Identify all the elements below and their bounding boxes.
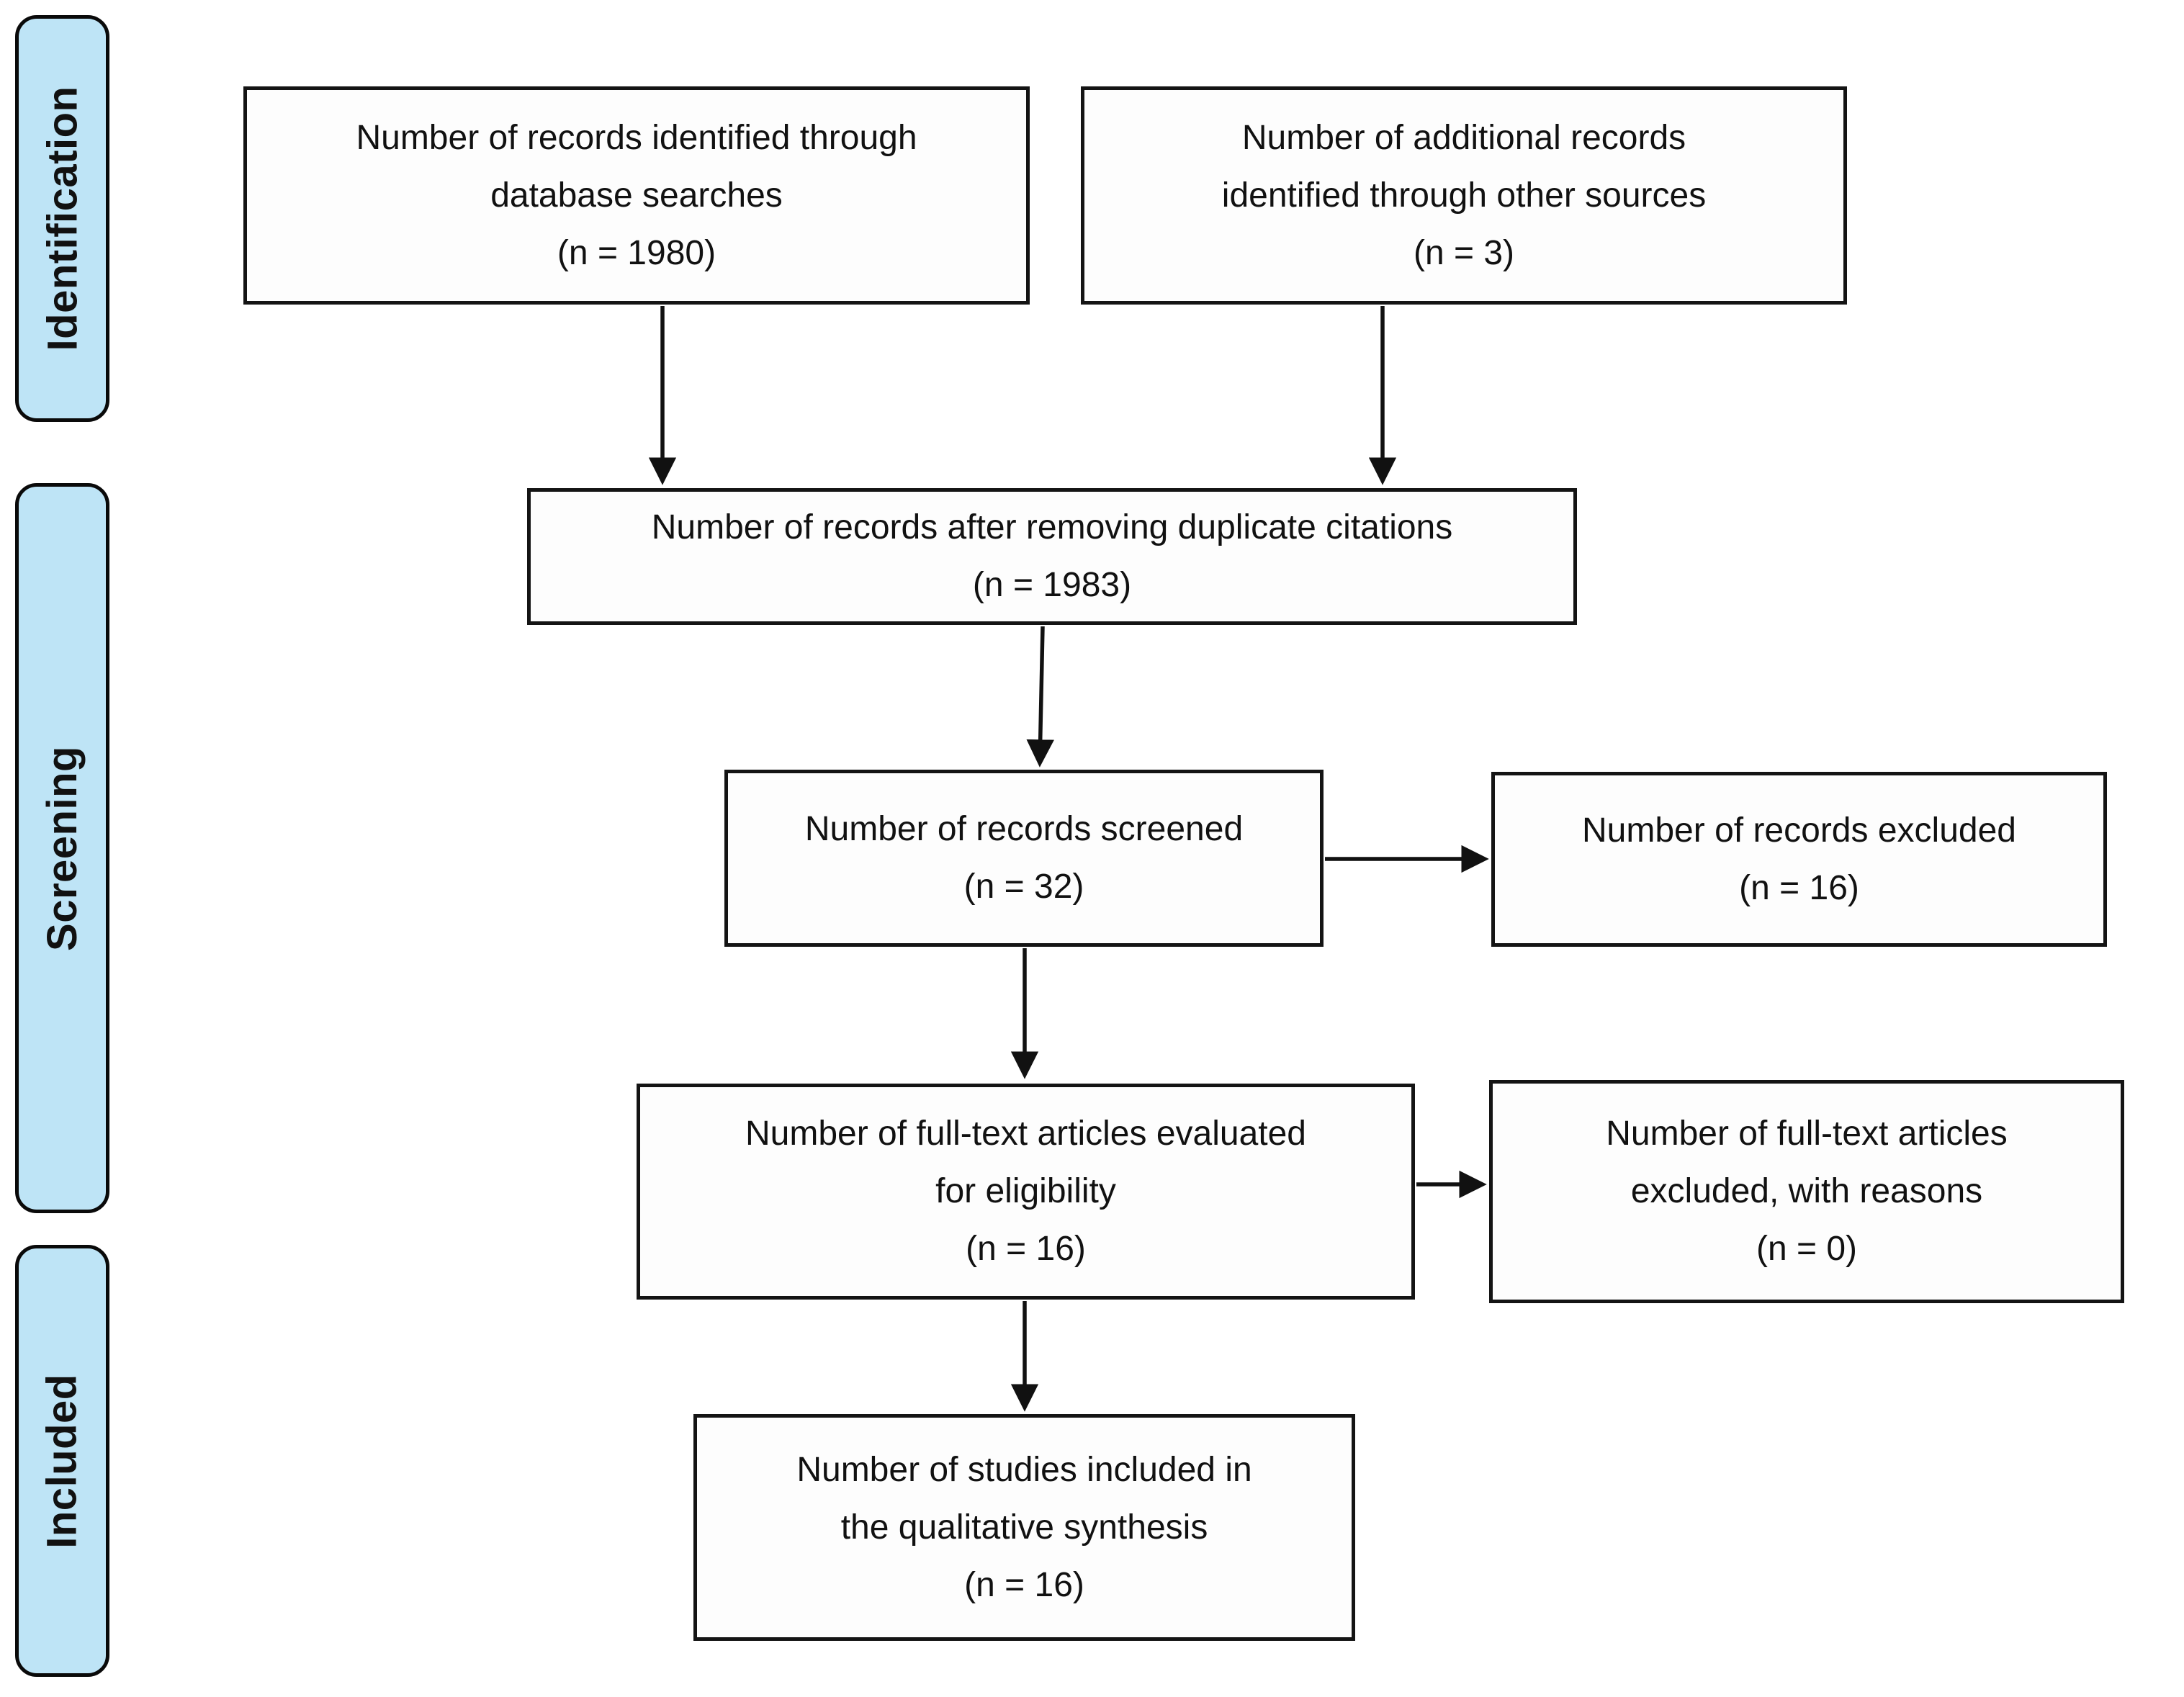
box-text-line: (n = 1983) — [972, 566, 1132, 604]
box-text-line: Number of records identified through — [356, 118, 917, 157]
box-records-screened: Number of records screened (n = 32) — [724, 770, 1324, 947]
box-text-line: (n = 16) — [964, 1565, 1084, 1604]
box-text-line: Number of studies included in — [796, 1450, 1252, 1489]
box-text-line: Number of additional records — [1241, 118, 1686, 157]
box-fulltext-excluded: Number of full-text articles excluded, w… — [1489, 1080, 2124, 1303]
box-text-line: database searches — [490, 176, 783, 215]
box-records-excluded: Number of records excluded (n = 16) — [1491, 772, 2107, 947]
box-text-line: Number of full-text articles evaluated — [745, 1115, 1306, 1153]
stage-pill-identification: Identification — [15, 15, 109, 422]
box-text-line: (n = 1980) — [557, 233, 716, 272]
box-text-line: Number of full-text articles — [1606, 1115, 2008, 1153]
box-studies-included: Number of studies included in the qualit… — [693, 1414, 1355, 1641]
stage-pill-included: Included — [15, 1245, 109, 1677]
box-text-line: (n = 0) — [1756, 1230, 1858, 1268]
box-text-line: Number of records after removing duplica… — [651, 508, 1453, 546]
stage-label-identification: Identification — [39, 86, 86, 351]
box-text-line: (n = 16) — [966, 1230, 1086, 1268]
stage-label-screening: Screening — [39, 745, 86, 951]
box-text-line: excluded, with reasons — [1630, 1172, 1983, 1210]
box-records-identified: Number of records identified through dat… — [243, 86, 1030, 305]
box-fulltext-evaluated: Number of full-text articles evaluated f… — [637, 1084, 1415, 1300]
stage-pill-screening: Screening — [15, 483, 109, 1213]
box-text-line: (n = 3) — [1413, 233, 1515, 272]
box-additional-records: Number of additional records identified … — [1081, 86, 1847, 305]
box-text-line: Number of records screened — [804, 810, 1244, 848]
arrow-deduplicated-to-screened — [1026, 626, 1054, 768]
box-text-line: Number of records excluded — [1582, 811, 2016, 850]
box-text-line: identified through other sources — [1221, 176, 1707, 215]
box-text-line: (n = 32) — [963, 868, 1084, 906]
box-text-line: for eligibility — [935, 1172, 1116, 1210]
box-text-line: the qualitative synthesis — [840, 1508, 1208, 1547]
box-records-deduplicated: Number of records after removing duplica… — [527, 488, 1577, 625]
stage-label-included: Included — [39, 1373, 86, 1549]
box-text-line: (n = 16) — [1739, 868, 1859, 907]
